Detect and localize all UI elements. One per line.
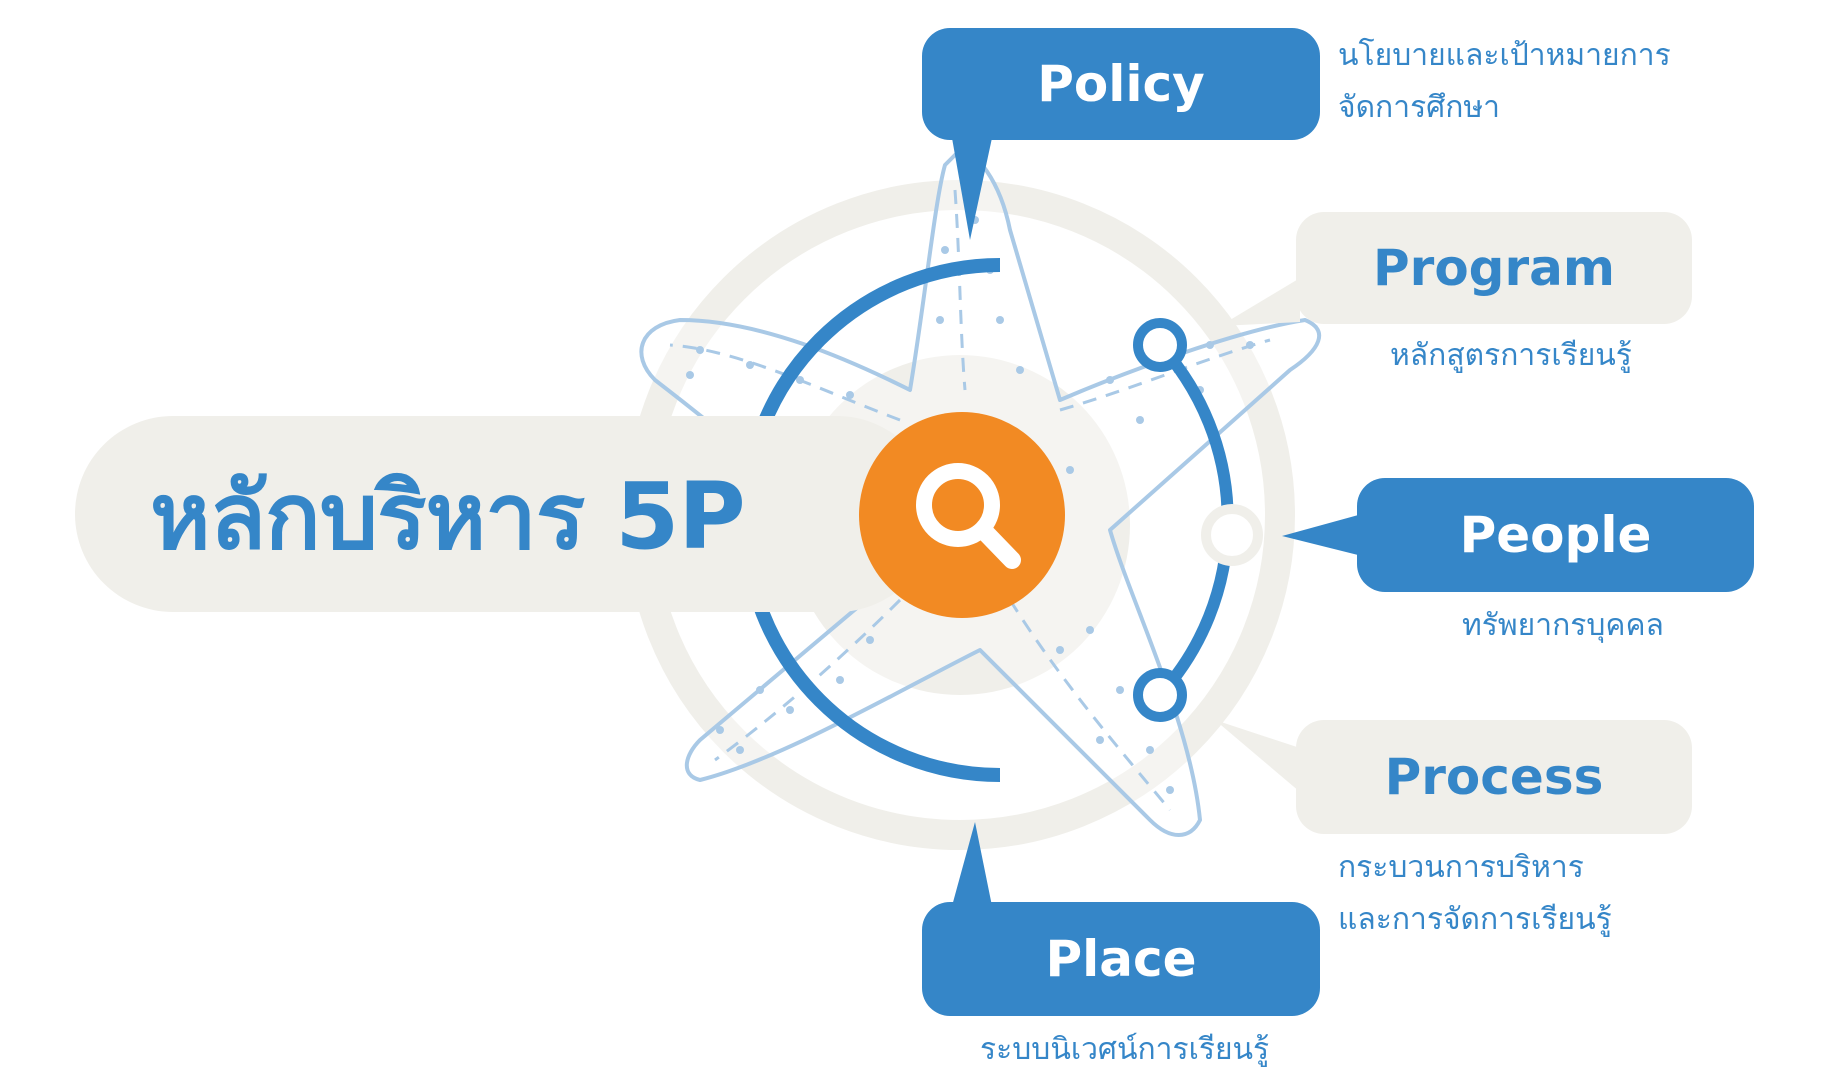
place-box (922, 902, 1320, 1016)
place-description-line-1: ระบบนิเวศน์การเรียนรู้ (980, 1032, 1270, 1067)
people-description-line-1: ทรัพยากรบุคคล (1462, 608, 1664, 643)
program-box (1296, 212, 1692, 324)
policy-description-line-2: จัดการศึกษา (1338, 90, 1501, 125)
process-description-line-1: กระบวนการบริหาร (1338, 850, 1584, 885)
policy-description: นโยบายและเป้าหมายการ จัดการศึกษา (1338, 30, 1671, 134)
people-label: People (1459, 506, 1652, 564)
people-description: ทรัพยากรบุคคล (1462, 600, 1664, 652)
policy-label: Policy (1037, 55, 1205, 113)
place-pointer (952, 822, 992, 906)
program-label: Program (1373, 239, 1615, 297)
process-description: กระบวนการบริหาร และการจัดการเรียนรู้ (1338, 842, 1612, 946)
place-description: ระบบนิเวศน์การเรียนรู้ (980, 1024, 1269, 1076)
policy-pointer (952, 138, 992, 240)
people-pointer (1282, 514, 1362, 556)
arc-node-middle (1201, 504, 1263, 566)
people-box (1357, 478, 1754, 592)
program-pointer (1220, 278, 1300, 326)
title-pill (75, 416, 935, 612)
process-label: Process (1384, 748, 1604, 806)
arc-node-bottom (1133, 668, 1187, 722)
magnifier-icon (859, 412, 1065, 618)
page-title: หลักบริหาร 5P (150, 462, 746, 570)
process-box (1296, 720, 1692, 834)
program-description-line-1: หลักสูตรการเรียนรู้ (1390, 338, 1632, 373)
place-label: Place (1045, 930, 1197, 988)
program-description: หลักสูตรการเรียนรู้ (1390, 330, 1632, 382)
arc-node-top (1133, 318, 1187, 372)
policy-description-line-1: นโยบายและเป้าหมายการ (1338, 38, 1671, 73)
process-description-line-2: และการจัดการเรียนรู้ (1338, 902, 1612, 937)
policy-box (922, 28, 1320, 140)
process-pointer (1215, 720, 1300, 792)
